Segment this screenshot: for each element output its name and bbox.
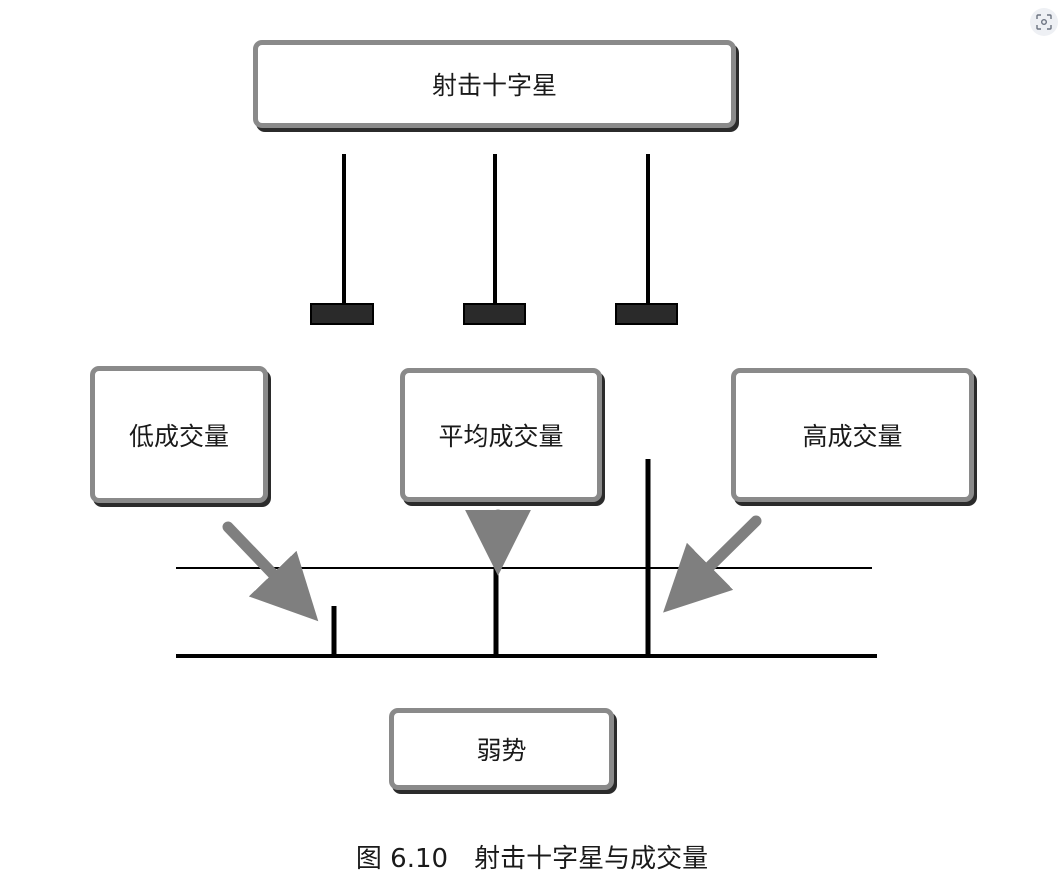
shooting-star-label-box: 射击十字星 <box>253 40 736 128</box>
candle-3 <box>615 154 678 325</box>
candle-1-body <box>310 303 374 325</box>
candle-2-body <box>463 303 526 325</box>
candle-1 <box>310 154 374 325</box>
candle-2 <box>463 154 526 325</box>
arrow-to-high-volume <box>663 515 762 613</box>
weak-trend-label-box: 弱势 <box>389 708 614 790</box>
arrow-to-low-volume <box>222 521 319 622</box>
weak-trend-label: 弱势 <box>476 736 527 765</box>
average-volume-label: 平均成交量 <box>438 422 564 451</box>
figure-caption: 图 6.10 射击十字星与成交量 <box>355 844 709 874</box>
scan-icon-glyph <box>1036 14 1052 30</box>
low-volume-label: 低成交量 <box>128 421 229 451</box>
low-volume-label-box: 低成交量 <box>90 366 268 503</box>
scan-icon[interactable] <box>1030 8 1058 36</box>
average-volume-label-box: 平均成交量 <box>400 368 602 502</box>
shooting-star-candles <box>310 154 678 325</box>
shooting-star-label: 射击十字星 <box>431 71 557 100</box>
candle-3-body <box>615 303 678 325</box>
high-volume-label-box: 高成交量 <box>731 368 974 502</box>
high-volume-label: 高成交量 <box>802 422 903 451</box>
arrows <box>222 509 762 622</box>
